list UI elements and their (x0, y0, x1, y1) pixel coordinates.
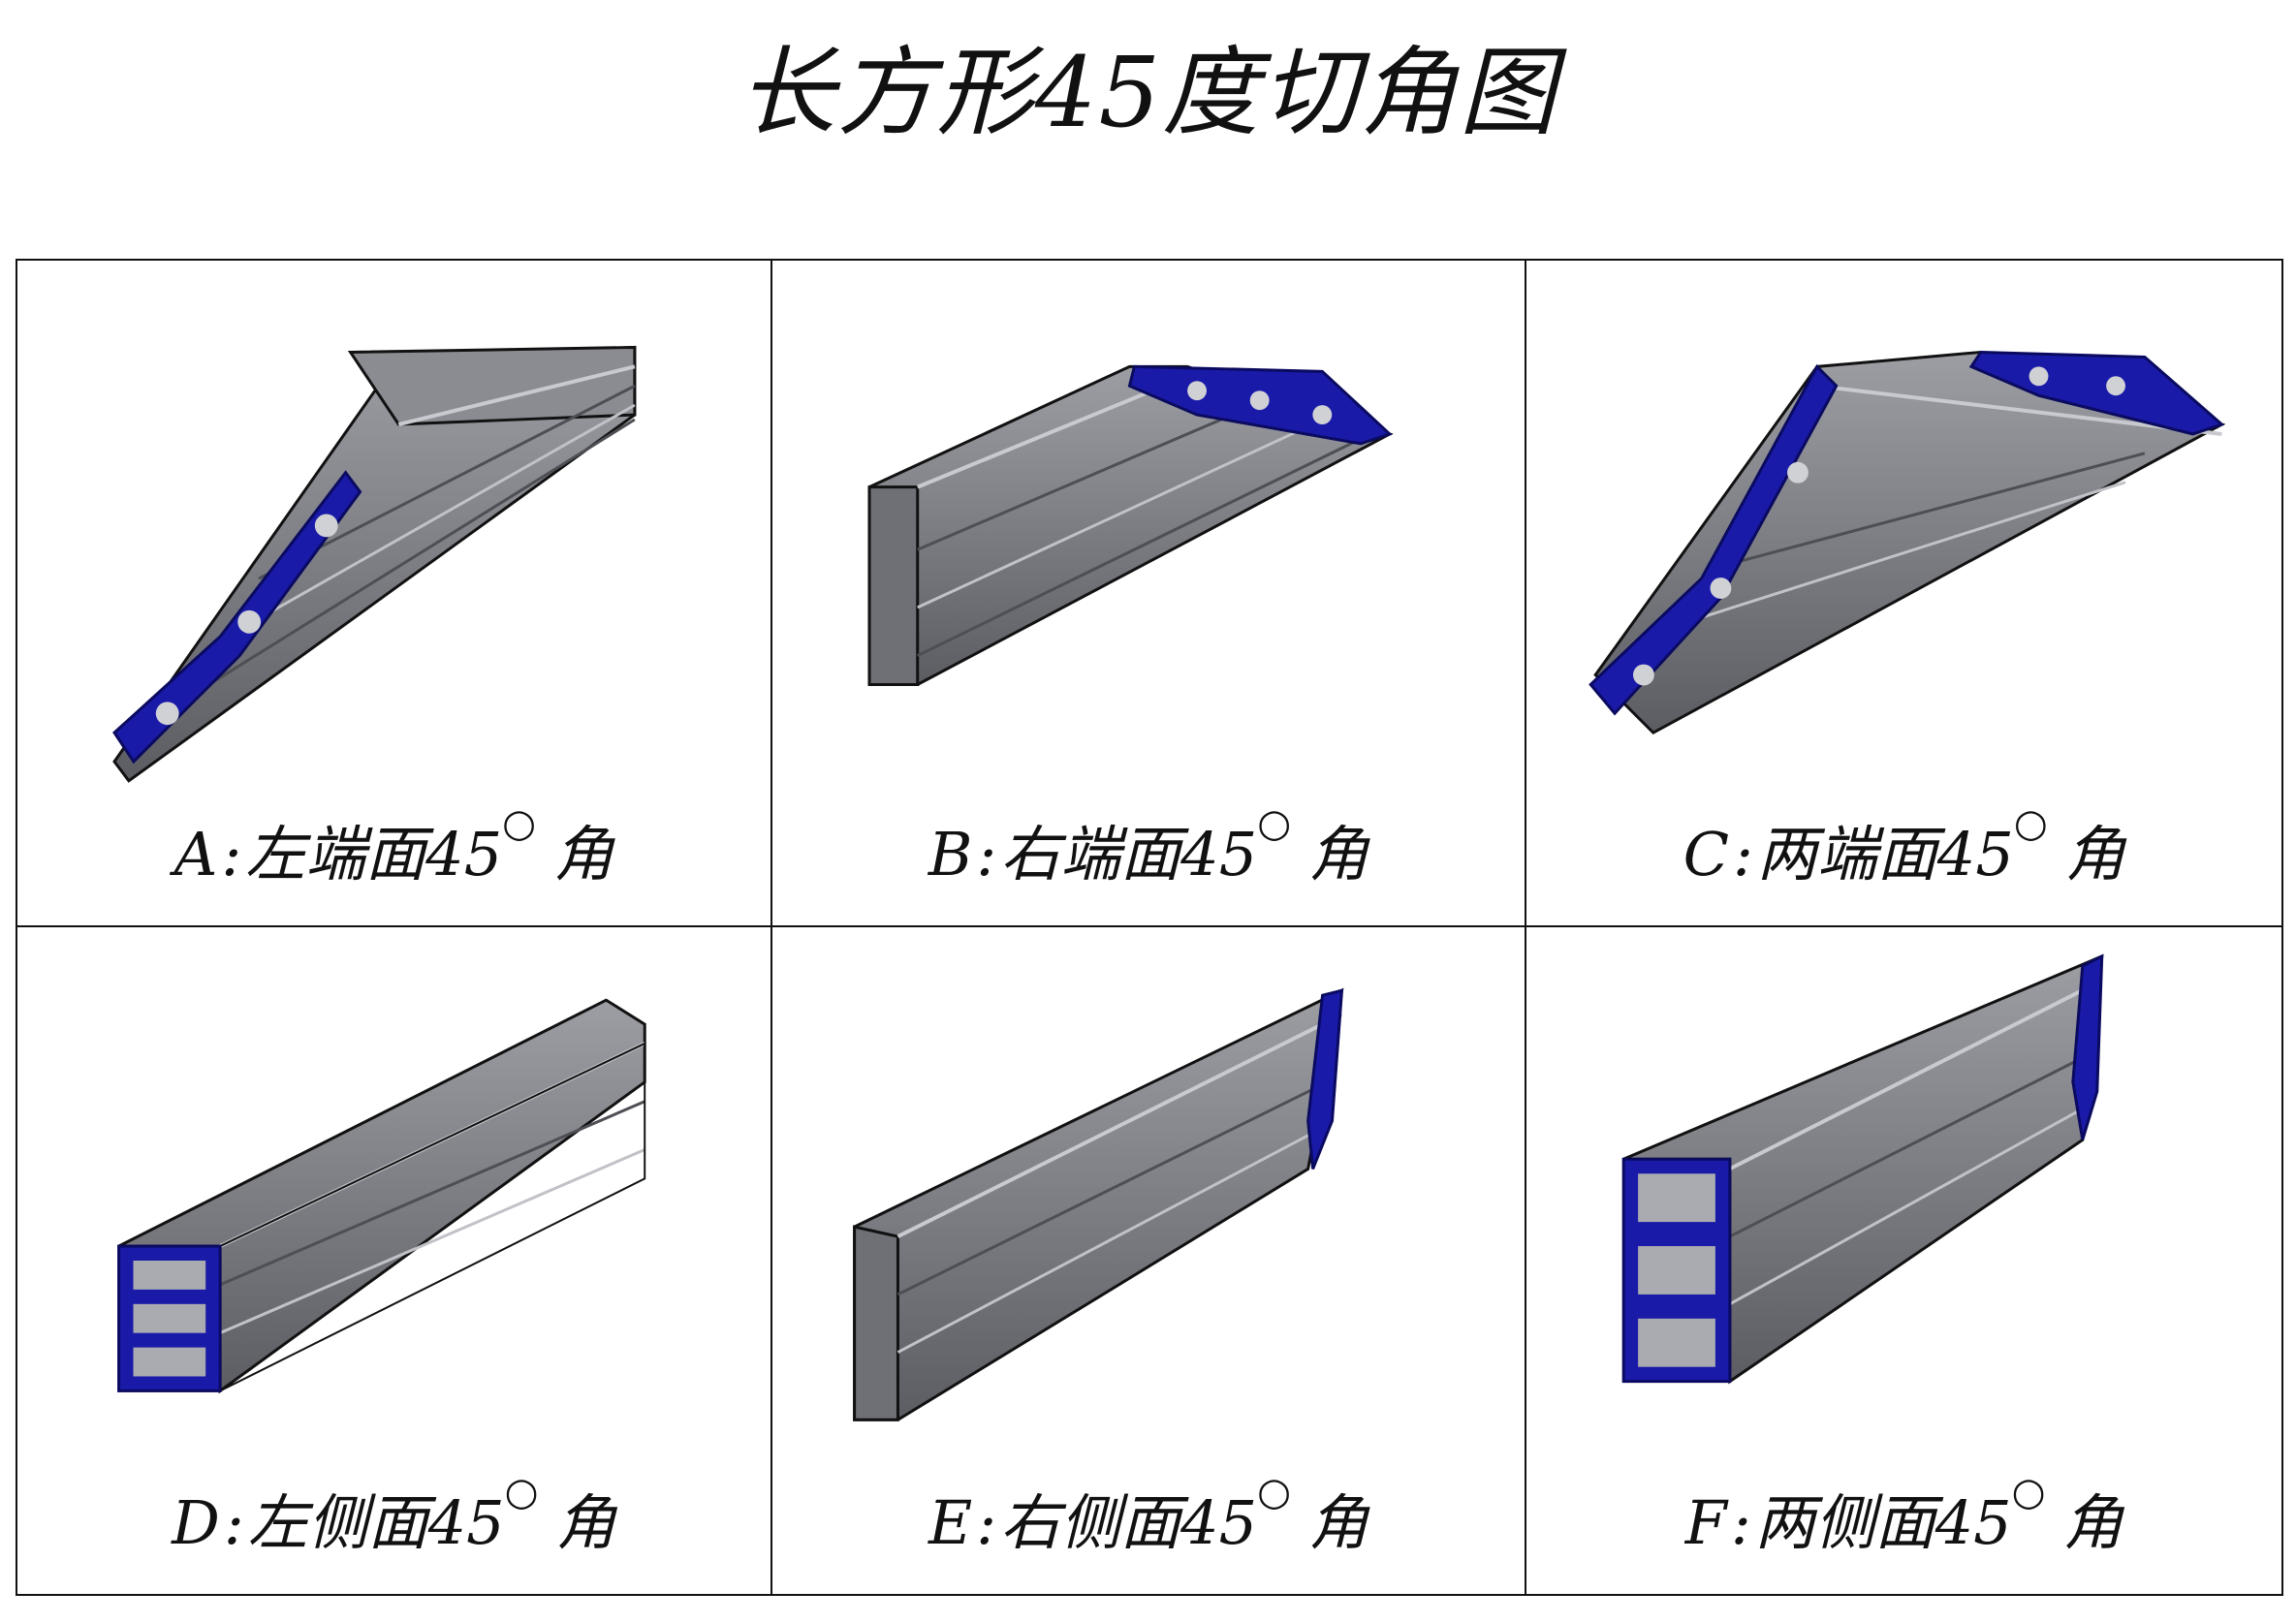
profile-illustration-c (1588, 350, 2226, 735)
caption-letter: D (172, 1487, 220, 1558)
panel-f: F:两侧面45○ 角 (1526, 927, 2281, 1594)
caption-unit: 角 (1307, 1487, 1368, 1558)
profile-illustration-a (112, 345, 637, 783)
caption-letter: B (928, 819, 973, 890)
caption-label: 两侧面45 (1754, 1487, 2012, 1558)
caption-label: 左侧面45 (247, 1487, 505, 1558)
caption-unit: 角 (555, 1487, 616, 1558)
caption-label: 左端面45 (245, 819, 503, 890)
degree-symbol: ○ (1257, 1470, 1291, 1514)
caption-label: 两端面45 (1756, 819, 2014, 890)
panel-d: D:左侧面45○ 角 (17, 927, 772, 1594)
caption-letter: E (928, 1487, 973, 1558)
profile-illustration-b (867, 364, 1394, 686)
caption-c: C:两端面45○ 角 (1526, 801, 2281, 892)
caption-unit: 角 (1308, 819, 1369, 890)
degree-symbol: ○ (1257, 801, 1292, 846)
caption-b: B:右端面45○ 角 (772, 801, 1525, 892)
panel-a: A:左端面45○ 角 (17, 261, 772, 927)
caption-a: A:左端面45○ 角 (17, 801, 771, 892)
caption-separator: : (1733, 819, 1753, 890)
caption-letter: C (1683, 819, 1730, 890)
profile-illustration-f (1622, 953, 2104, 1385)
caption-label: 右端面45 (1000, 819, 1258, 890)
diagram-grid: A:左端面45○角 B:右端面45○角 (16, 259, 2283, 1596)
degree-symbol: ○ (504, 1470, 539, 1514)
caption-unit: 角 (2062, 1487, 2123, 1558)
page-title: 长方形45度切角图 (738, 36, 1558, 149)
caption-unit: 角 (553, 819, 614, 890)
profile-illustration-d (117, 998, 646, 1394)
degree-symbol: ○ (2013, 801, 2048, 846)
caption-letter: F (1684, 1487, 1727, 1558)
caption-separator: : (223, 1487, 244, 1558)
degree-symbol: ○ (502, 801, 537, 846)
caption-separator: : (1730, 1487, 1751, 1558)
panel-c: C:两端面45○ 角 (1526, 261, 2281, 927)
degree-symbol: ○ (2011, 1470, 2046, 1514)
caption-separator: : (221, 819, 242, 890)
caption-letter: A (173, 819, 218, 890)
panel-e: E:右侧面45○ 角 (772, 927, 1527, 1594)
caption-e: E:右侧面45○ 角 (772, 1470, 1525, 1561)
caption-unit: 角 (2064, 819, 2125, 890)
caption-label: 右侧面45 (1000, 1487, 1258, 1558)
caption-separator: : (976, 1487, 997, 1558)
profile-illustration-e (852, 987, 1344, 1421)
caption-f: F:两侧面45○ 角 (1526, 1470, 2281, 1561)
caption-separator: : (976, 819, 997, 890)
caption-d: D:左侧面45○ 角 (17, 1470, 771, 1561)
panel-b: B:右端面45○ 角 (771, 261, 1527, 927)
